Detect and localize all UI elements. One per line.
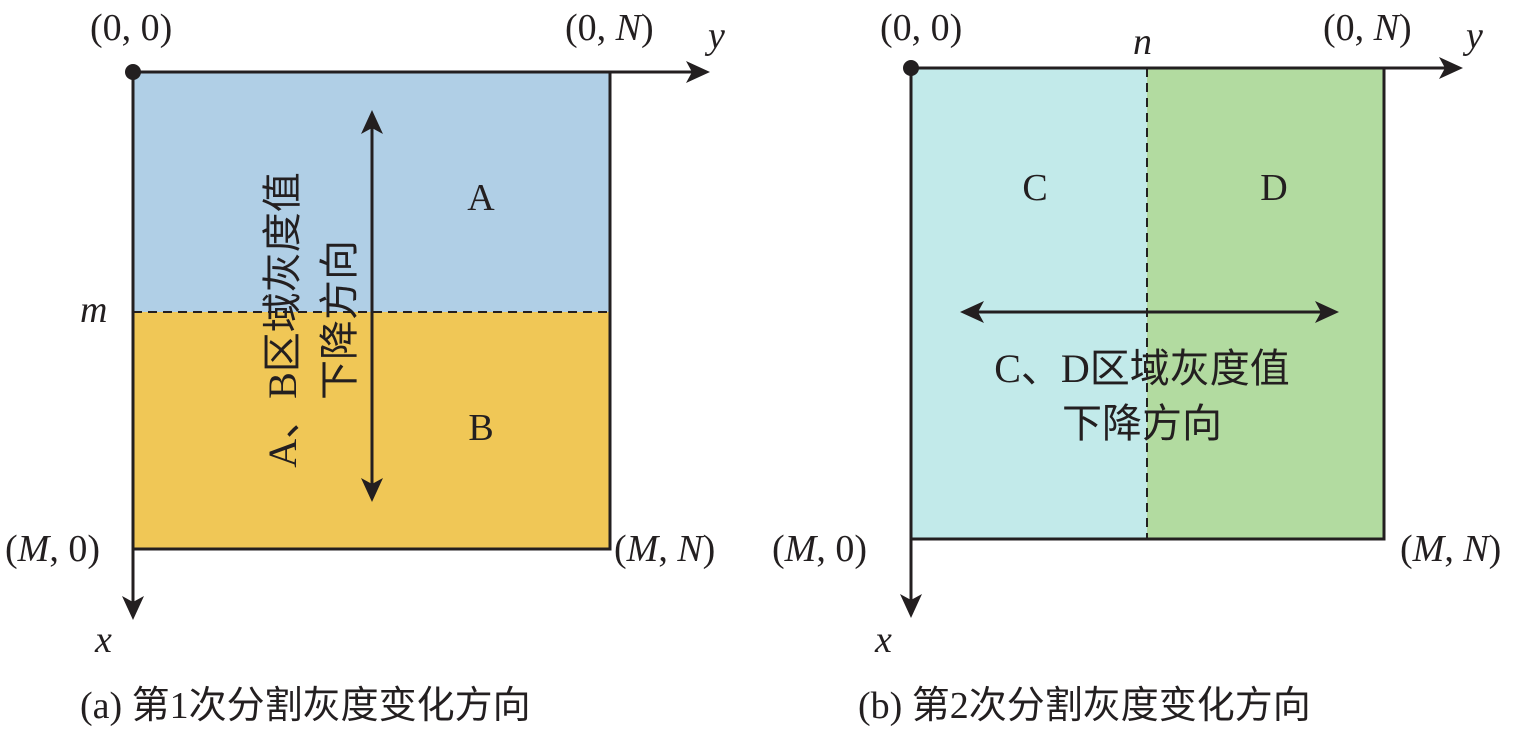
region-a-label: A xyxy=(467,177,495,219)
y-axis-arrowhead-a xyxy=(686,61,710,83)
split-label-m: m xyxy=(80,289,107,331)
direction-text-a-line2: 下降方向 xyxy=(317,240,362,400)
x-axis-label-b: x xyxy=(874,619,892,661)
region-c-label: C xyxy=(1022,167,1047,209)
direction-text-b-line2: 下降方向 xyxy=(1062,401,1222,446)
direction-arrow-a-top-head xyxy=(361,110,383,134)
top-right-label-a: (0, N) xyxy=(565,7,654,49)
x-axis-arrowhead-a xyxy=(122,596,144,620)
bottom-left-label-b: (M, 0) xyxy=(772,528,867,570)
bottom-right-label-b: (M, N) xyxy=(1400,528,1501,570)
bottom-right-label-a: (M, N) xyxy=(614,528,715,570)
origin-label-b: (0, 0) xyxy=(880,7,962,49)
direction-text-b-line1: C、D区域灰度值 xyxy=(994,346,1290,391)
panel-b: (0, 0) (0, N) y x n (M, 0) (M, N) C D C、… xyxy=(772,7,1501,727)
region-d-label: D xyxy=(1260,167,1287,209)
bottom-left-label-a: (M, 0) xyxy=(5,528,100,570)
origin-dot-a xyxy=(125,64,141,80)
y-axis-label-a: y xyxy=(704,15,725,57)
origin-dot-b xyxy=(903,60,919,76)
direction-arrow-b-left-head xyxy=(960,301,984,323)
region-b-label: B xyxy=(468,407,493,449)
direction-arrow-b-right-head xyxy=(1315,301,1339,323)
direction-text-a-line1: A、B区域灰度值 xyxy=(260,172,305,468)
panel-a: (0, 0) (0, N) y x m (M, 0) (M, N) A B A、… xyxy=(5,7,725,727)
caption-a: (a) 第1次分割灰度变化方向 xyxy=(80,685,531,727)
caption-b: (b) 第2次分割灰度变化方向 xyxy=(858,685,1311,727)
x-axis-arrowhead-b xyxy=(900,594,922,618)
top-right-label-b: (0, N) xyxy=(1323,7,1412,49)
origin-label-a: (0, 0) xyxy=(90,7,172,49)
split-label-n: n xyxy=(1133,21,1152,63)
region-d xyxy=(1147,68,1384,539)
region-c xyxy=(911,68,1147,539)
y-axis-arrowhead-b xyxy=(1439,57,1463,79)
y-axis-label-b: y xyxy=(1462,15,1483,57)
x-axis-label-a: x xyxy=(94,619,112,661)
direction-arrow-a-bottom-head xyxy=(361,478,383,502)
